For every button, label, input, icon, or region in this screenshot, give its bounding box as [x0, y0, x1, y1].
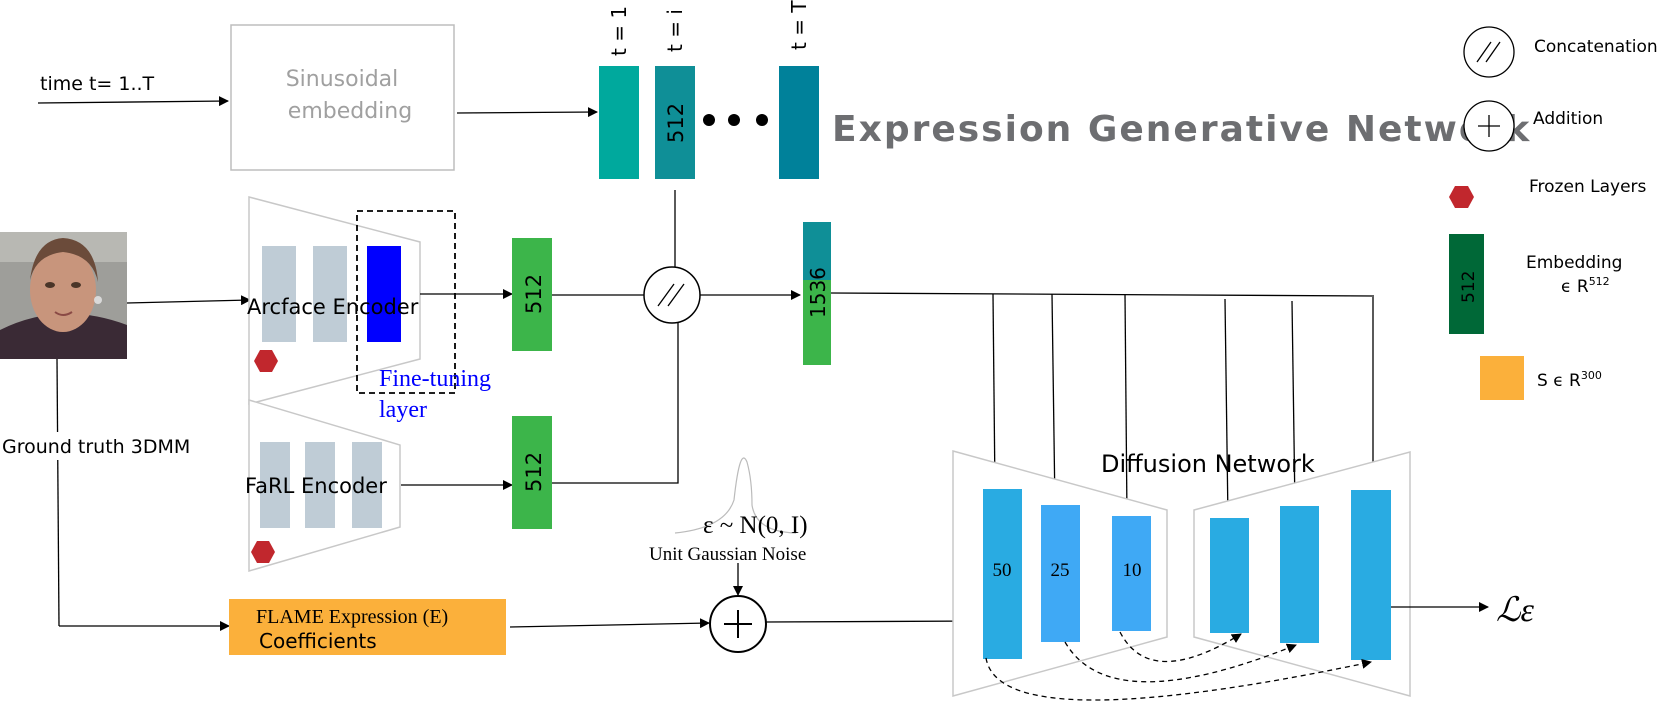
diffusion-dec-block-3	[1351, 490, 1391, 660]
sinusoidal-label-2: embedding	[288, 99, 412, 124]
legend-s-sup: 300	[1581, 369, 1602, 382]
sinusoidal-arrow	[456, 107, 598, 118]
loss-symbol: ℒε	[1496, 592, 1534, 629]
flame-coefficients-box	[229, 599, 506, 655]
diffusion-enc-value-3: 10	[1123, 560, 1142, 581]
ellipsis-dot-1	[703, 114, 715, 126]
legend-embedding-value: 512	[1459, 271, 1479, 303]
arcface-label: Arcface Encoder	[247, 295, 419, 319]
legend-embedding-block	[1449, 234, 1484, 334]
finetune-label-2: layer	[379, 397, 427, 423]
legend-concat-slash-1	[1476, 41, 1492, 63]
legend-embedding-line2: ϵ R512	[1561, 275, 1610, 297]
ellipsis-dot-3	[756, 114, 768, 126]
legend-addition: Addition	[1533, 109, 1603, 129]
condition-arrow-1	[989, 293, 1000, 493]
finetune-label-1: Fine-tuning	[379, 366, 491, 392]
concat-embedding-top	[803, 222, 831, 280]
diffusion-enc-value-1: 50	[993, 560, 1012, 581]
ground-truth-label-bg	[0, 432, 210, 460]
face-to-arcface-arrow	[126, 295, 251, 306]
time-label: time t= 1..T	[40, 73, 155, 95]
skip-connection-1	[985, 657, 1372, 701]
farl-layer-1	[260, 442, 290, 528]
ground-truth-line-v	[56, 358, 60, 627]
legend-embedding-line1: Embedding	[1526, 253, 1622, 273]
ground-truth-label: Ground truth 3DMM	[2, 436, 190, 458]
concat-slash-1	[657, 283, 675, 307]
timestep-block-1	[599, 66, 639, 179]
arcface-embedding-value: 512	[522, 274, 546, 314]
flame-label-2: Coefficients	[259, 629, 377, 653]
timestep-block-i	[655, 66, 695, 179]
skip-connection-3	[1119, 631, 1242, 663]
legend-concat-icon	[1463, 26, 1515, 78]
arcface-layer-2	[313, 246, 347, 342]
arcface-layer-1	[262, 246, 296, 342]
concat-embedding-value: 1536	[806, 267, 830, 318]
add-to-diffusion-arrow	[765, 616, 982, 627]
ellipsis-dot-2	[728, 114, 740, 126]
flame-to-add-arrow	[509, 618, 710, 629]
timestep-label-T: t = T	[787, 0, 811, 50]
legend-frozen: Frozen Layers	[1529, 177, 1647, 197]
noise-caption: Unit Gaussian Noise	[649, 544, 806, 565]
concatenation-node	[643, 266, 701, 324]
legend-embedding-prefix: ϵ R	[1561, 277, 1589, 297]
legend-embedding-sup: 512	[1589, 275, 1610, 288]
arcface-frozen-icon	[254, 350, 278, 372]
condition-arrow-4	[1222, 298, 1233, 521]
sinusoidal-label-1: Sinusoidal	[286, 67, 399, 92]
noise-formula: ε ~ N(0, I)	[703, 512, 808, 539]
concat-slash-2	[667, 283, 685, 307]
farl-frozen-icon	[251, 541, 275, 563]
legend-s-block	[1480, 356, 1524, 400]
gaussian-curve	[674, 457, 797, 534]
farl-layer-2	[305, 442, 335, 528]
legend-s-label: S ϵ R300	[1537, 369, 1602, 391]
farl-label: FaRL Encoder	[245, 474, 387, 498]
condition-arrow-5	[1289, 300, 1300, 509]
face-photo	[0, 232, 127, 359]
legend-frozen-icon	[1449, 186, 1474, 208]
legend-concatenation: Concatenation	[1534, 37, 1658, 57]
diffusion-title: Diffusion Network	[1101, 450, 1315, 478]
timestep-block-T	[779, 66, 819, 179]
farl-layer-3	[352, 442, 382, 528]
flame-label-1: FLAME Expression (E)	[256, 606, 448, 628]
timestep-block-value: 512	[664, 103, 688, 143]
diffusion-enc-block-2	[1041, 505, 1080, 642]
condition-bus-line	[830, 292, 1375, 297]
diffusion-enc-block-3	[1112, 516, 1151, 631]
time-arrow	[37, 96, 229, 107]
condition-arrow-3	[1121, 293, 1132, 519]
farl-emb-to-concat-line	[552, 323, 679, 484]
timestep-label-i: t = i	[663, 9, 687, 52]
legend-s-prefix: S ϵ R	[1537, 371, 1581, 391]
sinusoidal-box	[230, 24, 455, 171]
farl-embedding	[512, 416, 552, 529]
legend-concat-slash-2	[1485, 41, 1501, 63]
arcface-layer-finetune	[367, 246, 401, 342]
timestep-label-1: t = 1	[607, 6, 631, 56]
diffusion-enc-value-2: 25	[1051, 560, 1070, 581]
diffusion-enc-block-1	[983, 489, 1022, 659]
network-title: Expression Generative Network	[832, 109, 1531, 150]
diffusion-dec-block-2	[1280, 506, 1319, 643]
condition-arrow-2	[1049, 293, 1060, 509]
arcface-embedding	[512, 238, 552, 351]
diffusion-dec-block-1	[1210, 518, 1249, 633]
farl-embedding-value: 512	[522, 452, 546, 492]
skip-connection-2	[1064, 641, 1297, 683]
